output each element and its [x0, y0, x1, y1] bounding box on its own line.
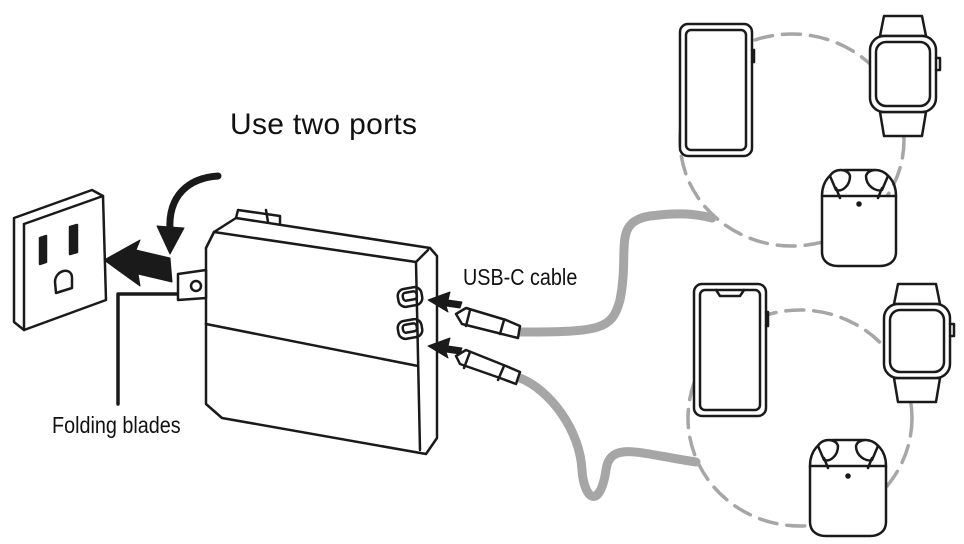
- usb-c-plug-2: [454, 348, 522, 386]
- folding-blades-label: Folding blades: [52, 412, 181, 438]
- usb-c-cable-label: USB-C cable: [463, 264, 578, 290]
- cable-upper: [515, 209, 717, 337]
- use-two-ports-label: Use two ports: [230, 108, 418, 141]
- smartwatch-icon: [882, 282, 956, 404]
- blades-leader-line: [116, 292, 188, 406]
- usb-c-plug-1: [454, 306, 522, 340]
- curved-arrow-icon: [156, 172, 222, 255]
- earbuds-case-icon: [820, 168, 898, 268]
- cable-lower: [515, 373, 701, 501]
- port-arrow-1: [427, 291, 463, 313]
- device-group-circle-2: [686, 308, 914, 528]
- smartwatch-icon: [868, 14, 942, 138]
- wall-outlet-icon: [12, 188, 108, 332]
- smartphone-icon: [692, 282, 770, 418]
- smartphone-icon: [678, 22, 756, 158]
- dual-usb-c-charger-icon: [176, 208, 439, 456]
- earbuds-case-icon: [808, 438, 888, 538]
- plug-in-arrow: [103, 239, 173, 287]
